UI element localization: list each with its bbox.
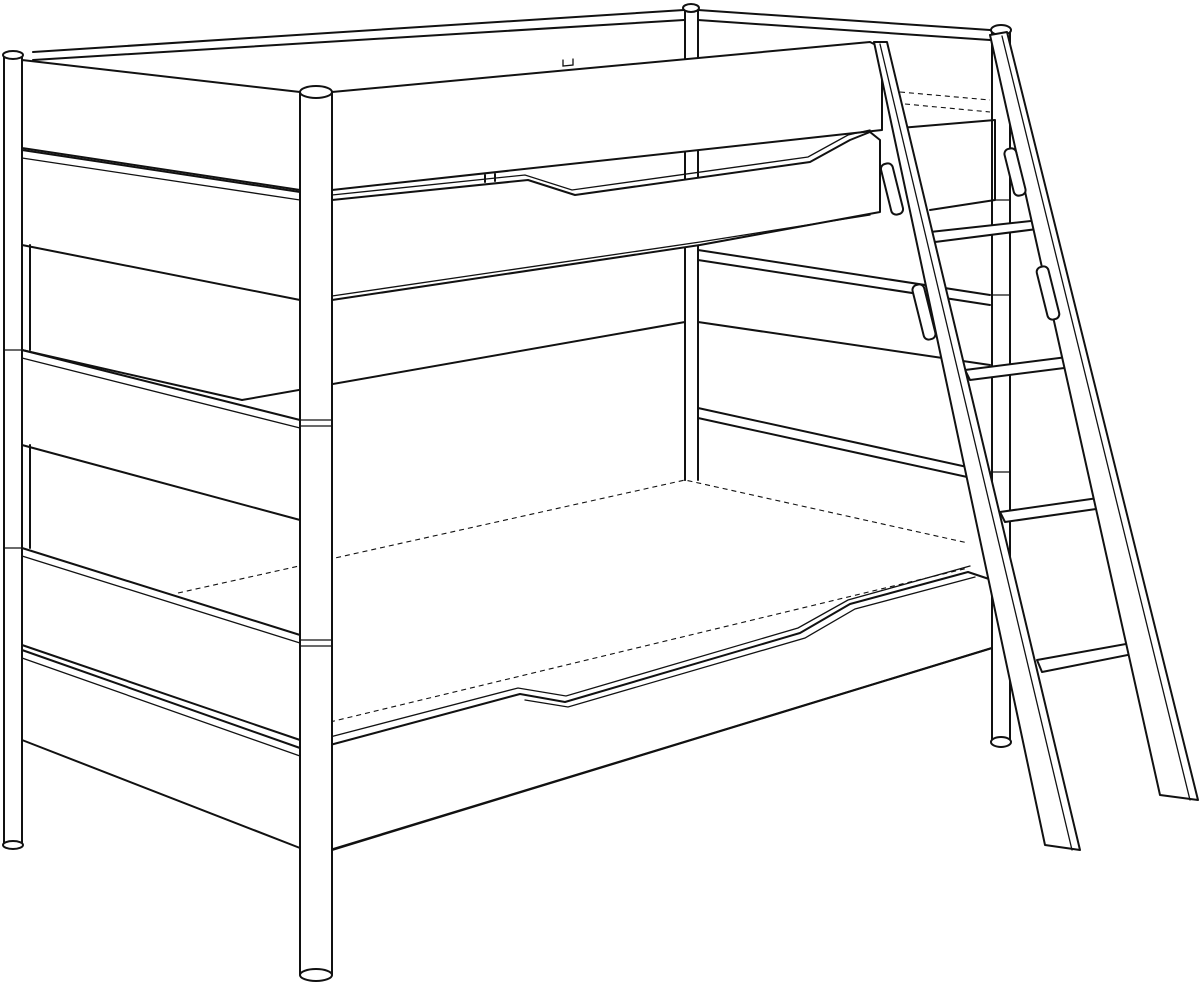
- ladder-rung: [929, 219, 1046, 243]
- ladder: [873, 31, 1199, 851]
- ladder-front-stile: [873, 41, 1081, 851]
- upper-bed: [331, 41, 883, 301]
- front-right-post: [299, 85, 333, 982]
- foot-end-boards: [21, 59, 301, 849]
- ladder-back-stile: [989, 31, 1199, 801]
- lower-bed-base-edge: [331, 647, 993, 851]
- front-left-post: [2, 50, 24, 850]
- lower-bed: [177, 321, 993, 851]
